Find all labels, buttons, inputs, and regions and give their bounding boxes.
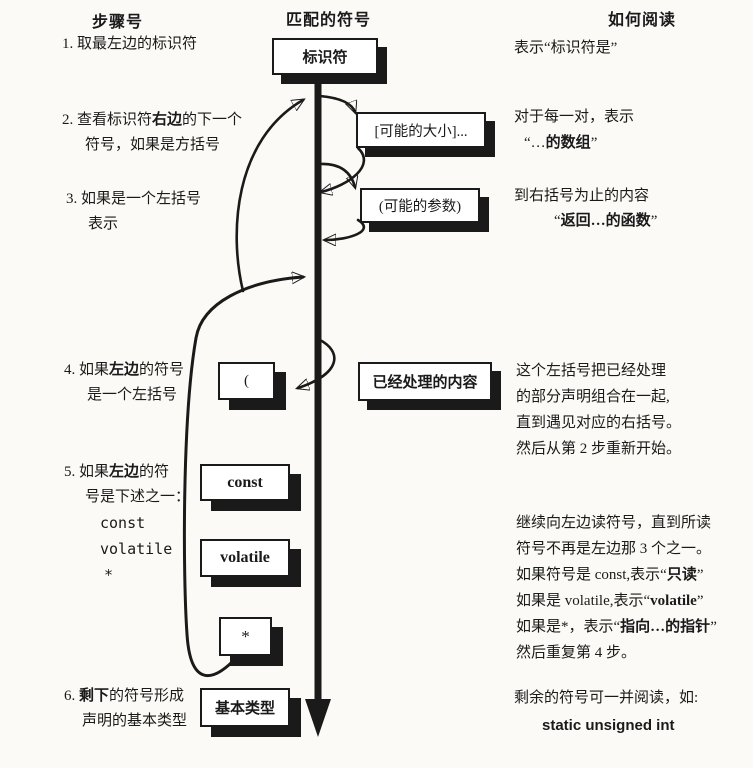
reading-2-text: 对于每一对，表示 (514, 109, 635, 125)
column-header-reading: 如何阅读 (608, 12, 677, 29)
step-4: 4. 如果左边的符号 是一个左括号 (64, 358, 184, 408)
reading-2: 对于每一对，表示 “…的数组” (514, 104, 634, 156)
step-2: 2. 查看标识符右边的下一个 符号，如果是方括号 (62, 108, 242, 158)
reading-5-text: 如果符号是 const,表示“只读” (516, 567, 704, 583)
arrow-from-size-box (321, 146, 366, 192)
reading-5: 继续向左边读符号，直到所读 符号不再是左边那 3 个之一。 如果符号是 cons… (516, 510, 717, 666)
reading-4: 这个左括号把已经处理 的部分声明组合在一起, 直到遇见对应的右括号。 然后从第 … (516, 358, 681, 462)
step-6-text: 6. 剩下的符号形成 (64, 688, 185, 704)
step-3-text: 3. 如果是一个左括号 (66, 191, 202, 207)
reading-5-text: 如果是 volatile,表示“volatile” (516, 593, 704, 609)
reading-3-text: “返回…的函数” (554, 213, 658, 229)
reading-4-text: 然后从第 2 步重新开始。 (516, 441, 682, 457)
step-5-text: 5. 如果左边的符 (64, 464, 170, 480)
arrow-to-params-box (318, 162, 355, 187)
arrow-from-params-box (325, 218, 366, 240)
arrow-repeat-step4 (194, 277, 303, 340)
column-header-steps: 步骤号 (92, 14, 144, 31)
reading-1: 表示“标识符是” (514, 36, 617, 61)
step-4-text: 4. 如果左边的符号 (64, 362, 185, 378)
reading-5-text: 继续向左边读符号，直到所读 (516, 515, 712, 531)
step-3-text: 表示 (88, 216, 119, 232)
box-possible-params: (可能的参数) (360, 188, 480, 223)
step-5-code-volatile: volatile (100, 540, 173, 558)
reading-4-text: 这个左括号把已经处理 (516, 363, 667, 379)
arrow-to-size-box (318, 94, 355, 112)
box-identifier: 标识符 (272, 38, 378, 75)
box-processed-content: 已经处理的内容 (358, 362, 492, 401)
box-left-paren: ( (218, 362, 275, 400)
box-base-type: 基本类型 (200, 688, 290, 727)
arrow-into-lparen-box (298, 338, 336, 388)
step-5-text: 号是下述之一： (85, 489, 191, 505)
step-1: 1. 取最左边的标识符 (62, 32, 197, 57)
reading-5-text: 如果是*，表示“指向…的指针” (516, 619, 717, 635)
step-5: 5. 如果左边的符 号是下述之一： const volatile * (64, 460, 190, 588)
reading-5-text: 然后重复第 4 步。 (516, 645, 637, 661)
reading-3: 到右括号为止的内容 “返回…的函数” (514, 184, 657, 234)
reading-2-text: “…的数组” (524, 135, 598, 151)
step-5-code-const: const (100, 514, 146, 532)
box-const: const (200, 464, 290, 501)
reading-5-text: 符号不再是左边那 3 个之一。 (516, 541, 712, 557)
reading-3-text: 到右括号为止的内容 (514, 188, 650, 204)
reading-6-text: 剩余的符号可一并阅读，如: (514, 690, 699, 706)
column-header-symbols: 匹配的符号 (286, 12, 372, 29)
step-3: 3. 如果是一个左括号 表示 (66, 187, 201, 237)
reading-4-text: 直到遇见对应的右括号。 (516, 415, 682, 431)
step-2-text: 2. 查看标识符右边的下一个 (62, 112, 243, 128)
reading-6: 剩余的符号可一并阅读，如: static unsigned int (514, 684, 698, 740)
arrow-restart-step2 (235, 100, 303, 293)
step-6: 6. 剩下的符号形成 声明的基本类型 (64, 684, 187, 734)
arrow-return-shared (182, 336, 239, 677)
box-volatile: volatile (200, 539, 290, 577)
reading-4-text: 的部分声明组合在一起, (516, 389, 670, 405)
box-possible-size: [可能的大小]... (356, 112, 486, 148)
step-1-text: 1. 取最左边的标识符 (62, 36, 198, 52)
step-6-text: 声明的基本类型 (82, 713, 188, 729)
reading-6-text: static unsigned int (542, 717, 675, 734)
box-star: * (219, 617, 272, 656)
main-flow-arrowhead (305, 699, 331, 737)
step-5-code-star: * (104, 566, 114, 584)
step-4-text: 是一个左括号 (87, 387, 178, 403)
step-2-text: 符号，如果是方括号 (85, 137, 221, 153)
reading-1-text: 表示“标识符是” (514, 40, 618, 56)
